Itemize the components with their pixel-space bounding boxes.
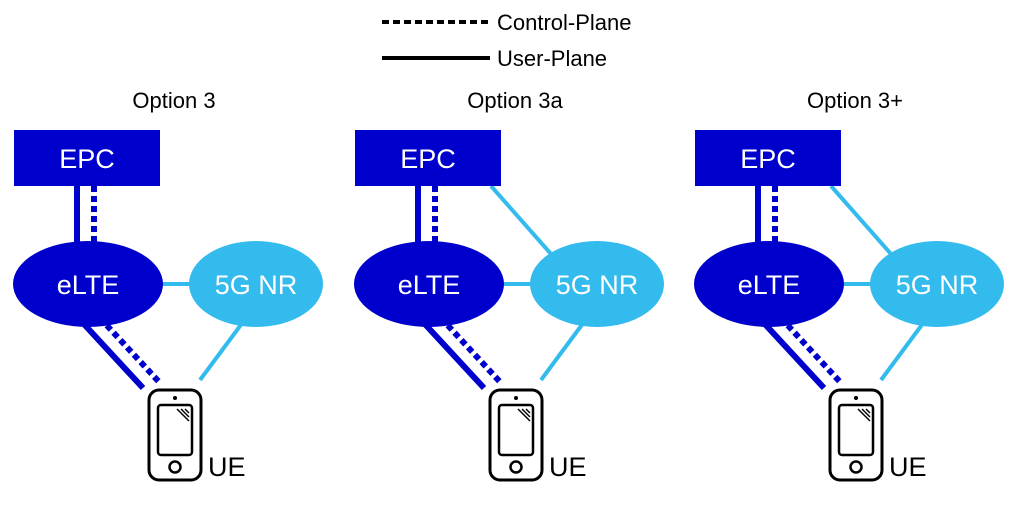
elte-ue-control-plane-link [97,315,163,386]
nr-ue-user-plane-link [879,320,926,382]
elte-ue-user-plane-link [420,319,487,391]
5g-nr-label: 5G NR [896,270,979,300]
phone-icon [828,388,884,482]
epc-label: EPC [740,144,796,174]
elte-node [694,241,844,327]
5g-nr-label: 5G NR [556,270,639,300]
epc-node [695,130,841,186]
elte-label: eLTE [738,270,801,300]
epc-nr-user-plane-link [489,184,553,256]
ue-label: UE [208,452,246,482]
option-title: Option 3 [132,88,215,113]
epc-label: EPC [59,144,115,174]
ue-label: UE [889,452,927,482]
elte-ue-user-plane-link [79,319,146,391]
elte-ue-control-plane-link [438,315,504,386]
nr-ue-user-plane-link [198,320,245,382]
5g-nr-node [530,241,664,327]
elte-label: eLTE [57,270,120,300]
epc-nr-user-plane-link [829,184,893,256]
5g-nr-label: 5G NR [215,270,298,300]
elte-ue-control-plane-link [778,315,844,386]
ue-label: UE [549,452,587,482]
phone-icon [488,388,544,482]
5g-nr-node [189,241,323,327]
legend: Control-Plane User-Plane [382,10,632,71]
legend-control-plane-label: Control-Plane [497,10,632,35]
option-panel-3: Option 3 EPC eLTE 5G NR UE [13,88,323,482]
option-title: Option 3a [467,88,563,113]
phone-icon [147,388,203,482]
epc-label: EPC [400,144,456,174]
elte-label: eLTE [398,270,461,300]
5g-nr-node [870,241,1004,327]
option-panel-3plus: Option 3+ EPC eLTE 5G NR UE [694,88,1004,482]
option-panel-3a: Option 3a EPC eLTE 5G NR UE [354,88,664,482]
epc-node [355,130,501,186]
nr-ue-user-plane-link [539,320,586,382]
elte-node [354,241,504,327]
option-title: Option 3+ [807,88,903,113]
legend-user-plane-label: User-Plane [497,46,607,71]
elte-ue-user-plane-link [760,319,827,391]
epc-node [14,130,160,186]
elte-node [13,241,163,327]
